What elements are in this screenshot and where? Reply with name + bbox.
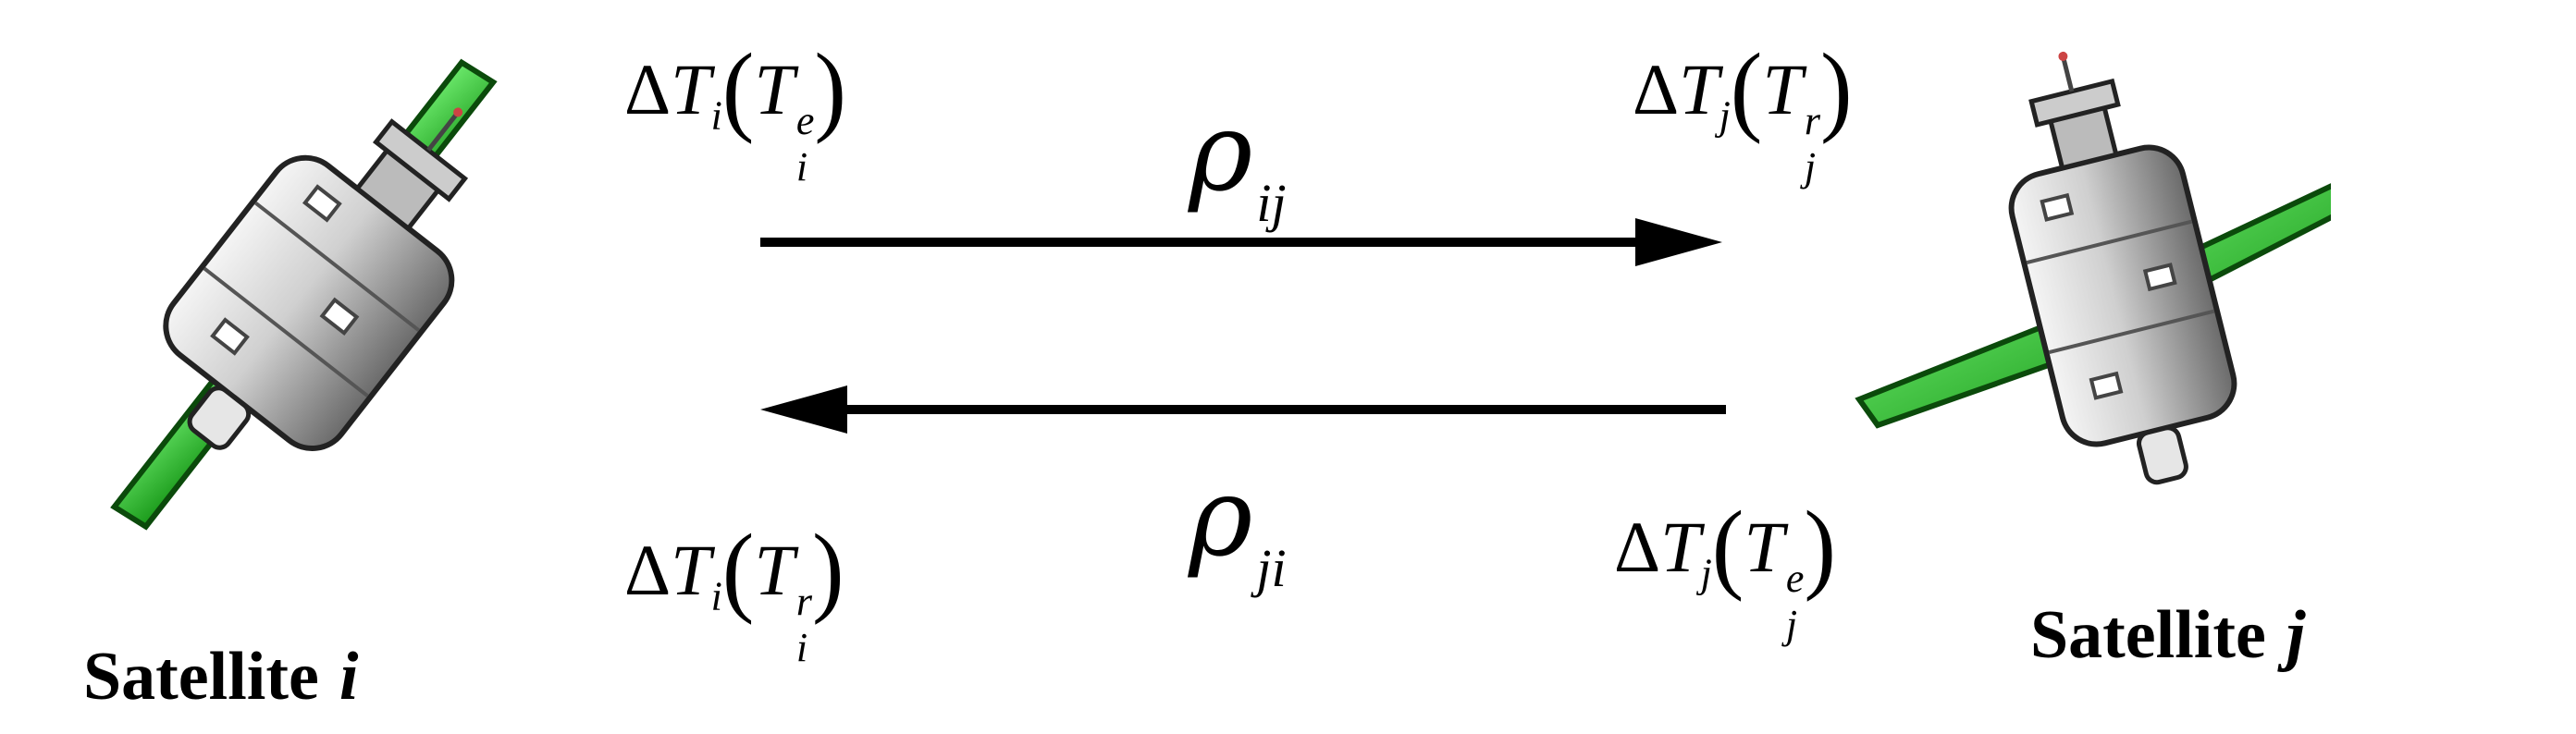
- backward-arrow: [760, 385, 1726, 434]
- inner-subscript: j: [1785, 602, 1798, 647]
- inner-superscript: r: [795, 579, 812, 624]
- inner-superscript: r: [1804, 98, 1820, 143]
- inner-time-var: T: [1762, 49, 1803, 129]
- label-rho-ji: ρji: [1189, 453, 1287, 599]
- caption-word: Satellite: [2030, 597, 2266, 673]
- rho-symbol: ρ: [1189, 88, 1253, 215]
- time-subscript: j: [1719, 92, 1731, 139]
- inner-time-var: T: [754, 530, 795, 610]
- caption-index: j: [2286, 597, 2306, 673]
- delta-symbol: Δ: [1633, 49, 1680, 129]
- time-subscript: i: [710, 573, 722, 619]
- inner-time-var: T: [754, 49, 795, 129]
- delta-symbol: Δ: [624, 49, 672, 129]
- forward-arrow: [760, 218, 1722, 266]
- satellite-i-caption: Satellite i: [83, 638, 358, 716]
- caption-index: i: [339, 639, 359, 715]
- time-subscript: j: [1700, 550, 1712, 596]
- delta-symbol: Δ: [1614, 507, 1661, 587]
- time-var: T: [1679, 49, 1719, 129]
- inner-subscript: i: [795, 625, 808, 670]
- inner-superscript: e: [1785, 556, 1805, 601]
- satellite-i-icon: [110, 58, 498, 531]
- time-subscript: i: [710, 92, 722, 139]
- inner-superscript: e: [795, 98, 815, 143]
- inner-subscript: j: [1804, 144, 1817, 190]
- rho-symbol: ρ: [1189, 453, 1253, 581]
- delta-symbol: Δ: [624, 530, 672, 610]
- label-rho-ij: ρij: [1189, 88, 1287, 234]
- rho-subscript: ji: [1256, 538, 1287, 598]
- rho-subscript: ij: [1256, 173, 1287, 233]
- satellite-j-icon: [1855, 51, 2331, 485]
- time-var: T: [1660, 507, 1701, 587]
- inner-subscript: i: [795, 144, 808, 190]
- caption-word: Satellite: [83, 639, 319, 715]
- inner-time-var: T: [1744, 507, 1784, 587]
- satellite-j-caption: Satellite j: [2030, 596, 2305, 675]
- time-var: T: [671, 49, 711, 129]
- time-var: T: [671, 530, 711, 610]
